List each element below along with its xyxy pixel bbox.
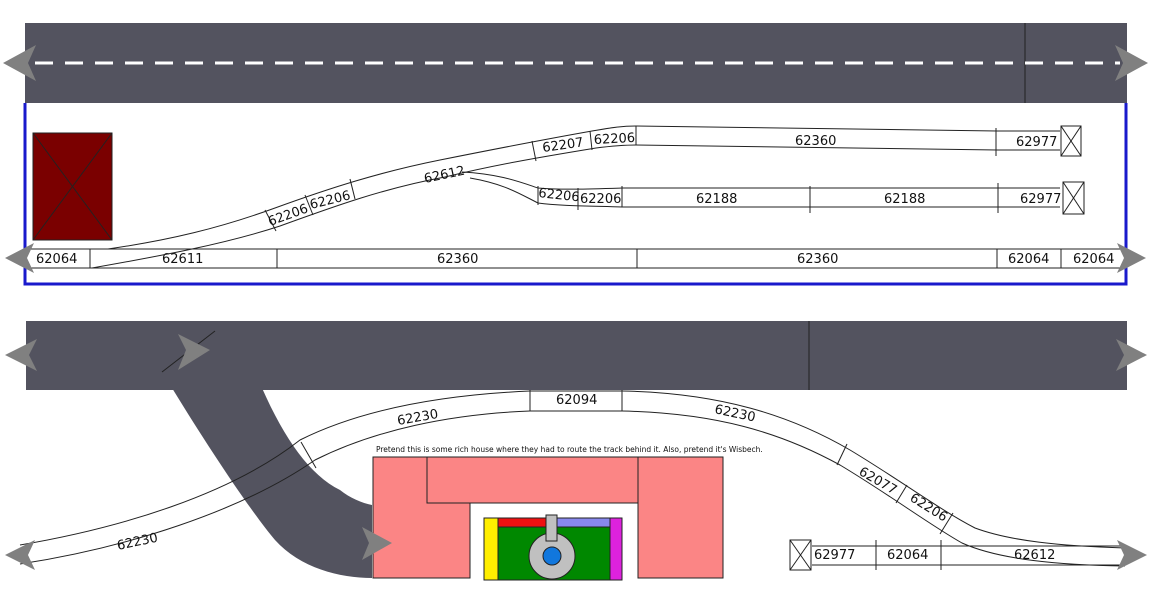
arrow-right-icon [362,527,392,560]
shed-building [32,132,113,241]
arrow-left-icon [3,45,36,81]
arrow-right-icon [1115,45,1148,81]
track-bottom-siding [812,540,1125,570]
buffer-stop [1060,125,1082,157]
road-diagonal [172,388,372,578]
track-label: 62206 [593,131,635,148]
track-label: 62188 [884,192,925,207]
track-upper-siding [635,125,1060,156]
house-building [372,456,724,579]
track-main-curve [19,390,1126,567]
arrow-left-icon [5,540,35,570]
track-label: 62360 [795,134,836,149]
track-label: 62206 [308,188,352,213]
track-label: 62206 [538,186,581,205]
track-label: 62206 [580,192,621,207]
track-label: 62360 [797,252,838,267]
arrow-right-icon [1117,540,1147,570]
track-label: 62230 [116,531,160,554]
arrow-right-icon [178,334,210,370]
track-lower-siding [461,171,1060,213]
garden-feature [483,514,623,581]
layout-boundary [23,103,1128,286]
arrow-left-icon [5,243,34,273]
track-label: 62207 [541,135,584,156]
track-label: 62077 [856,464,899,498]
track-label: 62612 [1014,548,1055,563]
track-label: 62611 [162,252,203,267]
track-label: 62977 [1020,192,1061,207]
arrow-right-icon [1116,339,1147,371]
track-label: 62206 [266,202,310,230]
track-label: 62230 [713,402,757,425]
track-label: 62064 [1008,252,1049,267]
track-label: 62064 [36,252,77,267]
arrow-right-icon [1117,243,1146,273]
track-label: 62206 [907,491,950,526]
track-bottom-straight [30,248,1125,269]
track-label: 62064 [1073,252,1114,267]
buffer-stop [1062,181,1085,215]
track-label: 62612 [423,164,467,187]
road-bottom [26,321,1127,390]
track-label: 62064 [887,548,928,563]
track-label: 62188 [696,192,737,207]
track-curve-up [91,125,637,269]
track-label: 62094 [556,393,597,408]
track-label: 62230 [396,407,439,429]
track-label: 62977 [814,548,855,563]
house-note: Pretend this is some rich house where th… [376,445,763,454]
buffer-stop [789,539,812,571]
track-label: 62977 [1016,135,1057,150]
track-label: 62360 [437,252,478,267]
arrow-left-icon [5,339,37,371]
